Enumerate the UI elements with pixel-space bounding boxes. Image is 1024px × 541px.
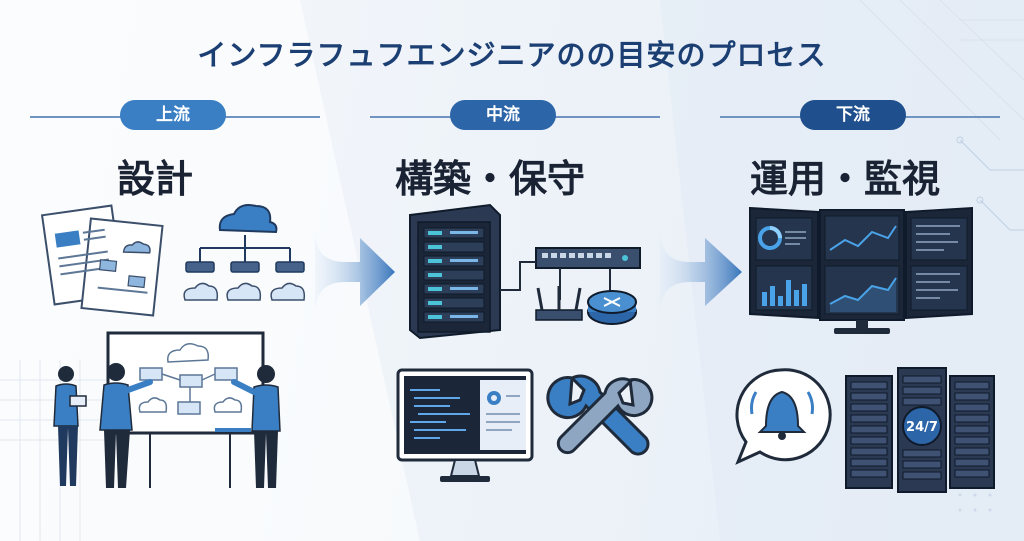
flow-arrow-1-icon: [315, 185, 395, 370]
document-icon: [40, 204, 164, 317]
diagram-title: インフラフュフエンジニアのの目安のプロセス: [197, 38, 827, 72]
dashboard-monitor-icon: [749, 206, 973, 334]
server-rack-icon: [409, 203, 501, 340]
stage-title-operate-monitor: 運用・監視: [749, 157, 940, 201]
network-switch-icon: [500, 247, 641, 300]
flow-arrow-2-icon: [660, 185, 742, 370]
whiteboard-icon: [106, 331, 265, 488]
wrench-icon: [546, 374, 654, 456]
person-icon: [53, 363, 281, 488]
wifi-router-icon: [535, 286, 583, 321]
stage-title-build-maintain: 構築・保守: [394, 157, 585, 201]
server-cluster-icon: 24/7: [845, 367, 995, 493]
network-topology-icon: [183, 204, 306, 301]
stage-badge-downstream: 下流: [800, 100, 906, 130]
alert-bell-icon: [735, 368, 832, 465]
availability-label: 24/7: [906, 420, 938, 435]
stage-badge-upstream: 上流: [120, 100, 226, 130]
router-icon: [587, 290, 637, 325]
stage-badge-midstream: 中流: [450, 100, 556, 130]
stage-title-design: 設計: [116, 157, 193, 201]
monitor-code-icon: [396, 368, 534, 482]
